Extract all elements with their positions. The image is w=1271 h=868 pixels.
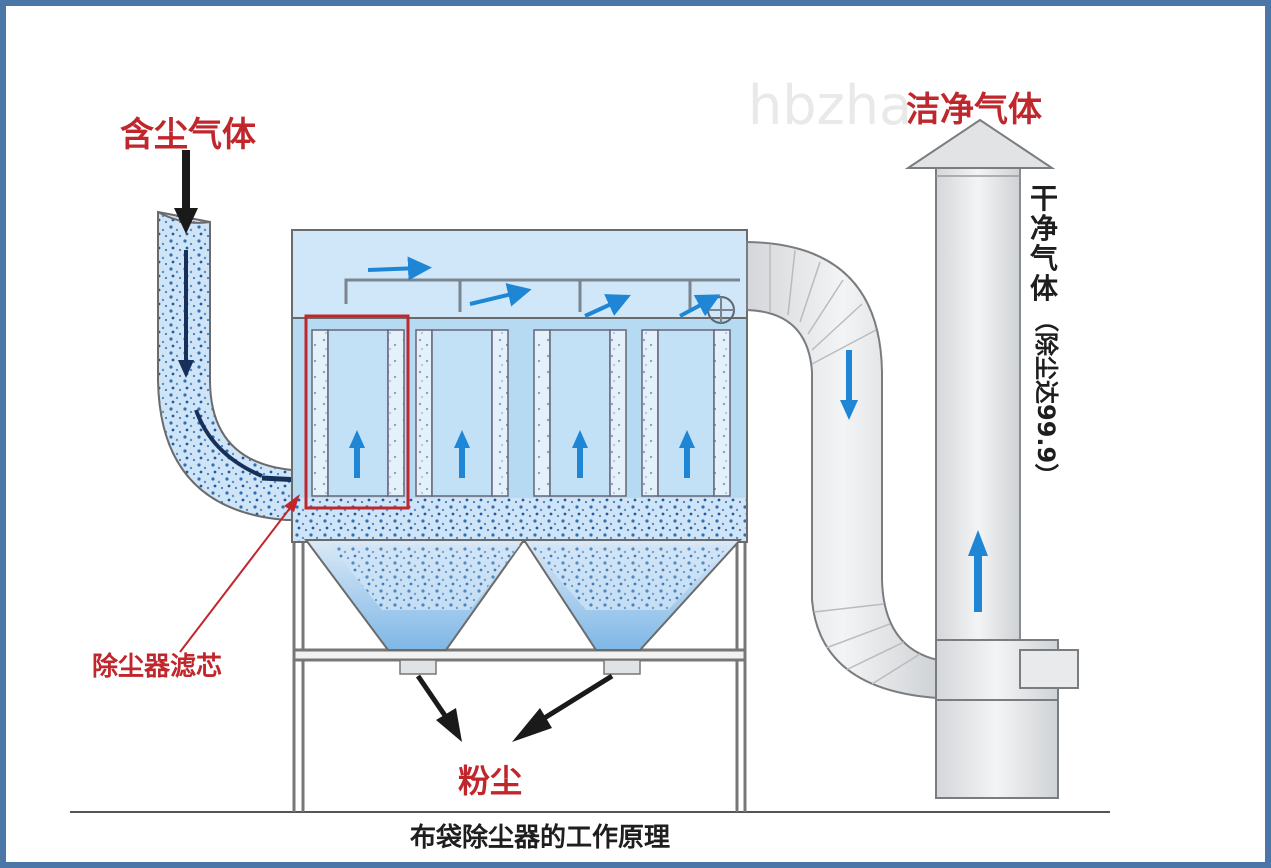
filter-bag-3 xyxy=(533,329,627,497)
filter-cartridge-label: 除尘器滤芯 xyxy=(92,651,222,682)
filter-upflow-arrows xyxy=(349,430,695,478)
inlet-duct xyxy=(157,210,301,521)
outlet-duct xyxy=(746,240,939,700)
dusty-gas-label: 含尘气体 xyxy=(120,115,256,155)
clean-gas-label: 洁净气体 xyxy=(906,90,1042,130)
dust-hoppers xyxy=(304,539,743,675)
dust-label: 粉尘 xyxy=(458,762,522,800)
dry-clean-gas-char-1: 干 xyxy=(1030,182,1058,215)
support-frame xyxy=(292,540,747,812)
dry-clean-gas-char-2: 净 xyxy=(1030,212,1058,245)
filter-cartridge-pointer xyxy=(179,494,300,653)
efficiency-note: （除尘达99.9） xyxy=(1032,308,1060,487)
dry-clean-gas-char-4: 体 xyxy=(1030,272,1059,305)
dry-clean-gas-char-3: 气 xyxy=(1029,242,1058,275)
exhaust-stack xyxy=(904,118,1079,799)
top-flow-arrows xyxy=(367,256,721,318)
dust-discharge-arrows xyxy=(415,673,614,742)
filter-bag-2 xyxy=(415,329,509,497)
downflow-arrow xyxy=(840,350,858,420)
watermark-text: hbzha xyxy=(748,74,912,137)
diagram-caption: 布袋除尘器的工作原理 xyxy=(410,822,670,853)
filter-cartridge-highlight xyxy=(304,314,410,510)
stack-upflow-arrow xyxy=(968,530,988,612)
